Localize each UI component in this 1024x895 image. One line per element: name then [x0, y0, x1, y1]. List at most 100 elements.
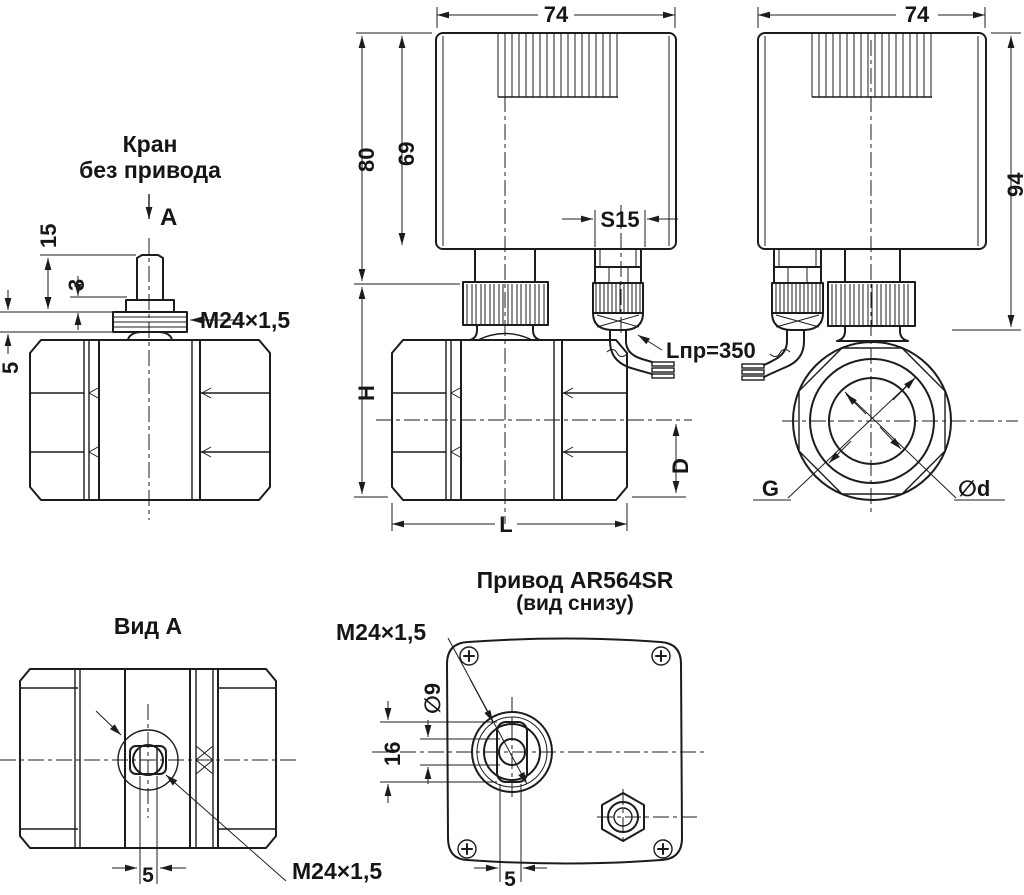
cable-gland-lines [599, 250, 637, 283]
cable-gland-side-lines [778, 250, 817, 283]
vent-grille [497, 34, 618, 97]
dim-valve-length-L: L [499, 512, 512, 537]
cable-gland-side [773, 249, 822, 284]
actuator-title: Привод AR564SR [477, 567, 674, 593]
thread-label-G: G [762, 476, 779, 501]
dim-height-80: 80 [354, 148, 379, 172]
view-a-facets [20, 687, 276, 830]
view-a: Вид А M24×1,5 5 [0, 613, 382, 887]
knurl-ribs [466, 284, 545, 324]
dim-socket-16: 16 [380, 742, 405, 766]
gland-cap-hatch-side [775, 314, 820, 328]
valve-stem [136, 254, 164, 301]
d-arrow-se [879, 426, 902, 450]
coupling-flange-side [836, 325, 909, 342]
actuator-bottom-body [446, 637, 683, 865]
d-arrow-nw [845, 393, 867, 415]
actuator-subtitle: (вид снизу) [516, 592, 634, 615]
g-arrow-ne [892, 377, 916, 401]
m24-leader [165, 774, 287, 882]
view-a-title: Вид А [114, 613, 182, 639]
gland-cap [592, 312, 644, 331]
vent-grille-side [811, 34, 932, 97]
hex-nut-flats [798, 347, 946, 495]
view-assembly-front: Lпр=350 74 80 69 H S15 L D [354, 2, 756, 537]
stem-circle [132, 744, 164, 776]
actuator-inner-edges-side [764, 36, 979, 246]
cable-wire [609, 340, 653, 375]
dim-94-extensions [952, 32, 1021, 331]
cable-leader-arrow [637, 334, 663, 351]
actuator-inner-edges [442, 36, 670, 246]
gland-knurl [592, 282, 644, 314]
view-a-hex-waist [195, 745, 214, 775]
view-a-sections [124, 668, 219, 849]
gland-cap-hatch [596, 314, 640, 328]
coupling-neck [474, 249, 536, 283]
gland-ribs-side [775, 284, 821, 312]
body-step-lines [98, 339, 201, 501]
view-actuator-bottom: Привод AR564SR (вид снизу) M24×1,5 ∅9 16 [336, 567, 704, 891]
view-a-body [19, 668, 277, 849]
hex-facets-front [392, 392, 627, 453]
cable-length-label: Lпр=350 [666, 338, 756, 363]
view-title-line1: Кран [123, 131, 178, 157]
wire-break-symbol [606, 349, 628, 357]
dim-socket-flat: 5 [504, 868, 516, 891]
dim-5b-extensions [499, 784, 522, 882]
view-a-sections-thin [74, 669, 214, 848]
dim-height-69: 69 [394, 142, 419, 166]
thread-label-m24: M24×1,5 [200, 307, 290, 333]
wire-prongs [651, 361, 675, 379]
cable-wire-side [763, 340, 805, 378]
view-a-thread-label: M24×1,5 [292, 858, 382, 884]
actuator-body-side [757, 32, 987, 250]
g-arrow-sw [828, 440, 852, 464]
gland-ribs [595, 284, 641, 312]
dim-total-height-94: 94 [1003, 172, 1024, 197]
dim-80-extensions [354, 32, 460, 498]
dim-gland-hex: S15 [600, 207, 639, 232]
dim-5-extensions [139, 776, 158, 884]
bore-label-d: ∅d [958, 476, 990, 501]
boss-leader-arrow [95, 710, 122, 736]
corner-screws [457, 646, 673, 859]
nut-thread-lines [113, 316, 187, 328]
cable-gland-top [594, 249, 642, 284]
valve-body-outline [29, 339, 271, 501]
gland-cap-side [771, 312, 824, 331]
wire-prongs-side [741, 363, 765, 381]
coupling-knurl-nut [462, 281, 549, 326]
hex-facet-lines [30, 392, 270, 453]
dim-74r-extensions [757, 7, 986, 28]
valve-body-outline-front [391, 339, 628, 501]
hex-chevrons [88, 387, 212, 458]
dim-actuator-width: 74 [544, 2, 569, 27]
dim-s15-extensions [594, 210, 646, 247]
actuator-body [435, 32, 677, 250]
view-valve-side: Кран без привода A 15 3 5 M24×1,5 [0, 131, 290, 520]
dim-d9-extensions [420, 738, 500, 766]
dim-collar-height: 3 [64, 279, 89, 291]
g-diagonal [787, 376, 917, 499]
dim-valve-height-H: H [354, 385, 379, 401]
hex-chevrons-front [450, 387, 574, 458]
dim-shaft-diameter: ∅9 [420, 683, 445, 714]
body-section-lines [83, 340, 193, 500]
dim-stem-height: 15 [36, 224, 61, 248]
dim-actuator-width-side: 74 [905, 2, 930, 27]
coupling-neck-side [844, 249, 901, 283]
view-a-arrow-label: A [160, 204, 177, 231]
dim-stem-flat: 5 [142, 864, 154, 887]
stem-boss-circle [117, 729, 179, 791]
stem-dome [477, 332, 533, 341]
dim-nut-height: 5 [0, 362, 23, 374]
view-assembly-side: 74 94 G ∅d [741, 2, 1024, 516]
wire-stub-side [786, 329, 805, 342]
knurl-ribs-side [831, 284, 909, 325]
coupling-knurl-side [827, 281, 916, 327]
stem-neck [127, 331, 173, 341]
view-title-line2: без привода [79, 157, 221, 183]
